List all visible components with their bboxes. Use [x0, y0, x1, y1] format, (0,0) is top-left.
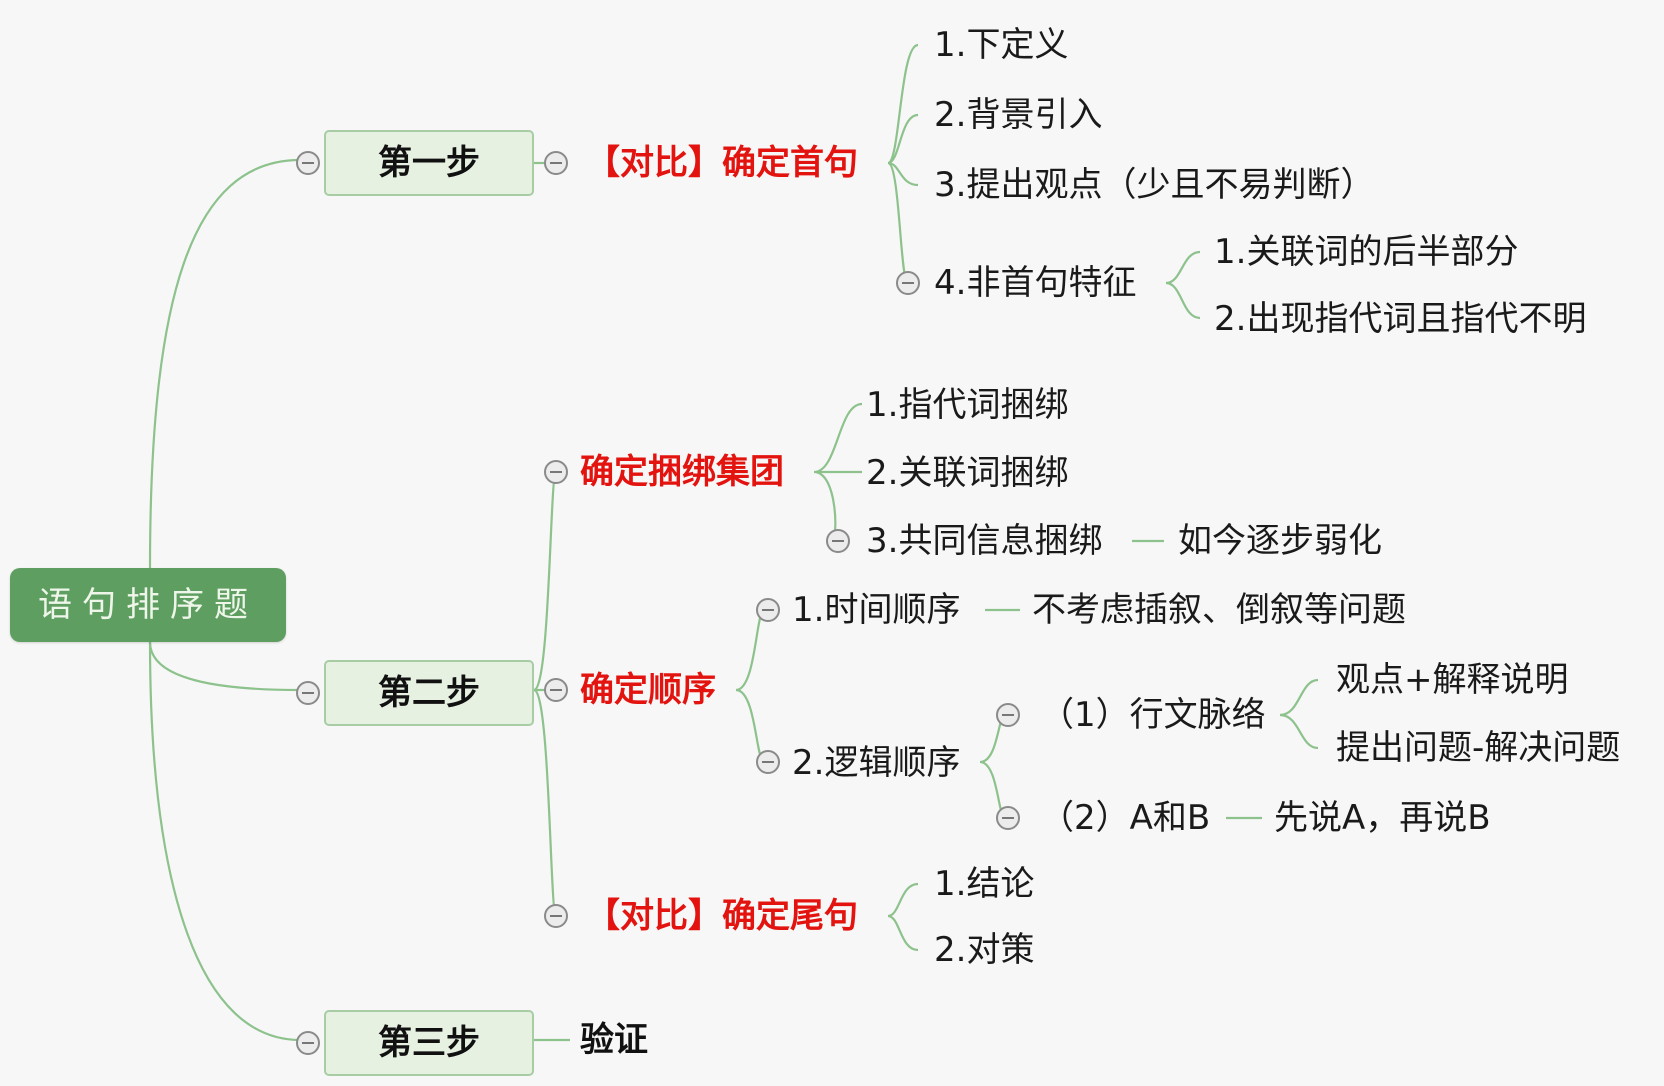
link-step2-bundling [532, 470, 558, 692]
bundling-item-1[interactable]: 1.指代词捆绑 [866, 385, 1069, 425]
collapse-first-topic-icon[interactable] [544, 151, 568, 175]
flow-item-1[interactable]: 观点+解释说明 [1336, 660, 1569, 700]
collapse-ending-icon[interactable] [544, 904, 568, 928]
collapse-time-icon[interactable] [756, 598, 780, 622]
ending-topic[interactable]: 【对比】确定尾句 [586, 896, 858, 936]
bracket-non-first [1165, 250, 1201, 320]
first-item-3[interactable]: 3.提出观点（少且不易判断） [934, 165, 1375, 205]
order-topic[interactable]: 确定顺序 [580, 670, 716, 710]
bundling-item-2[interactable]: 2.关联词捆绑 [866, 453, 1069, 493]
link-root-step2 [148, 641, 301, 692]
logic-flow[interactable]: （1）行文脉络 [1040, 695, 1266, 735]
link-root-step3 [148, 641, 301, 1042]
collapse-non-first-icon[interactable] [896, 271, 920, 295]
collapse-order-icon[interactable] [544, 678, 568, 702]
time-order[interactable]: 1.时间顺序 [792, 590, 961, 630]
verify-node[interactable]: 验证 [580, 1020, 648, 1060]
flow-item-2[interactable]: 提出问题-解决问题 [1336, 728, 1621, 768]
collapse-bundling-icon[interactable] [544, 460, 568, 484]
bracket-logic [979, 713, 1007, 820]
collapse-ab-icon[interactable] [996, 806, 1020, 830]
first-item-1[interactable]: 1.下定义 [934, 25, 1069, 65]
ending-item-2[interactable]: 2.对策 [934, 930, 1035, 970]
non-first-feature-2[interactable]: 2.出现指代词且指代不明 [1214, 299, 1587, 339]
collapse-step1-icon[interactable] [296, 151, 320, 175]
bracket-ending [887, 882, 919, 952]
bracket-order [735, 608, 766, 764]
step3-node[interactable]: 第三步 [324, 1010, 534, 1076]
step2-node[interactable]: 第二步 [324, 660, 534, 726]
ab-note[interactable]: 先说A，再说B [1274, 798, 1491, 838]
first-item-2[interactable]: 2.背景引入 [934, 95, 1103, 135]
bundling-item-3[interactable]: 3.共同信息捆绑 [866, 521, 1103, 561]
step1-node[interactable]: 第一步 [324, 130, 534, 196]
bracket-flow [1279, 678, 1319, 750]
shared-info-note[interactable]: 如今逐步弱化 [1178, 521, 1382, 561]
bracket-first-sentence [886, 43, 919, 285]
first-sentence-topic[interactable]: 【对比】确定首句 [586, 143, 858, 183]
link-root-step1 [148, 158, 301, 569]
logic-ab[interactable]: （2）A和B [1040, 798, 1211, 838]
ending-item-1[interactable]: 1.结论 [934, 864, 1035, 904]
link-step2-ending [532, 688, 558, 918]
collapse-step2-icon[interactable] [296, 681, 320, 705]
root-node[interactable]: 语句排序题 [10, 568, 286, 642]
collapse-shared-info-icon[interactable] [826, 529, 850, 553]
non-first-feature-1[interactable]: 1.关联词的后半部分 [1214, 232, 1519, 272]
collapse-step3-icon[interactable] [296, 1031, 320, 1055]
bundling-topic[interactable]: 确定捆绑集团 [580, 452, 784, 492]
bracket-bundling [813, 402, 863, 543]
time-order-note[interactable]: 不考虑插叙、倒叙等问题 [1032, 590, 1406, 630]
collapse-logic-icon[interactable] [756, 750, 780, 774]
collapse-flow-icon[interactable] [996, 703, 1020, 727]
first-item-4[interactable]: 4.非首句特征 [934, 263, 1137, 303]
logic-order[interactable]: 2.逻辑顺序 [792, 743, 961, 783]
